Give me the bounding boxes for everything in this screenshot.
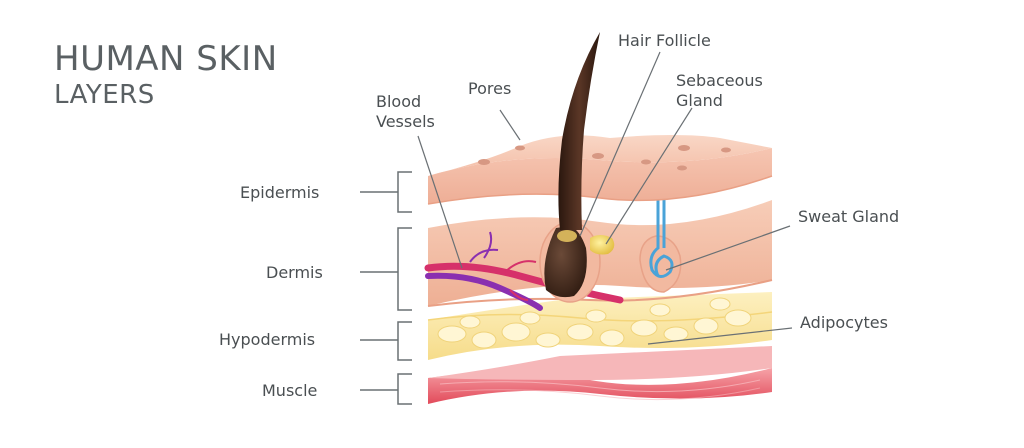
label-epidermis: Epidermis — [240, 183, 319, 202]
leader-sebaceous-gland — [605, 107, 693, 245]
epidermis-layer — [427, 135, 773, 205]
diagram-title: HUMAN SKIN LAYERS — [54, 40, 278, 110]
bracket-dermis — [397, 227, 412, 311]
leader-adipocytes — [647, 327, 793, 345]
layer-brackets — [360, 171, 412, 405]
structure-leaders — [417, 51, 793, 345]
label-adipocytes: Adipocytes — [800, 313, 888, 332]
leader-sweat-gland — [665, 225, 791, 271]
title-line-2: LAYERS — [54, 80, 155, 110]
bracket-muscle — [397, 373, 412, 405]
label-dermis: Dermis — [266, 263, 323, 282]
label-sebaceous-gland-line2: Gland — [676, 91, 723, 110]
hypodermis-layer — [427, 292, 773, 360]
label-blood-vessels-line2: Vessels — [376, 112, 435, 131]
hair-shaft — [558, 32, 600, 230]
blood-vessels — [424, 231, 624, 311]
label-hypodermis: Hypodermis — [219, 330, 315, 349]
leader-hair-follicle — [579, 51, 661, 237]
leader-pores — [499, 109, 521, 141]
title-line-1: HUMAN SKIN — [54, 39, 278, 79]
label-sweat-gland: Sweat Gland — [798, 207, 899, 226]
label-sebaceous-gland-line1: Sebaceous — [676, 71, 763, 90]
hair-follicle — [539, 221, 601, 303]
sebaceous-gland — [590, 235, 615, 255]
bracket-epidermis — [397, 171, 412, 213]
label-blood-vessels-line1: Blood — [376, 92, 421, 111]
muscle-layer — [428, 346, 772, 404]
label-pores: Pores — [468, 79, 511, 98]
bracket-hypodermis — [397, 321, 412, 361]
leader-blood-vessels — [417, 135, 463, 269]
label-muscle: Muscle — [262, 381, 317, 400]
label-hair-follicle: Hair Follicle — [618, 31, 711, 50]
